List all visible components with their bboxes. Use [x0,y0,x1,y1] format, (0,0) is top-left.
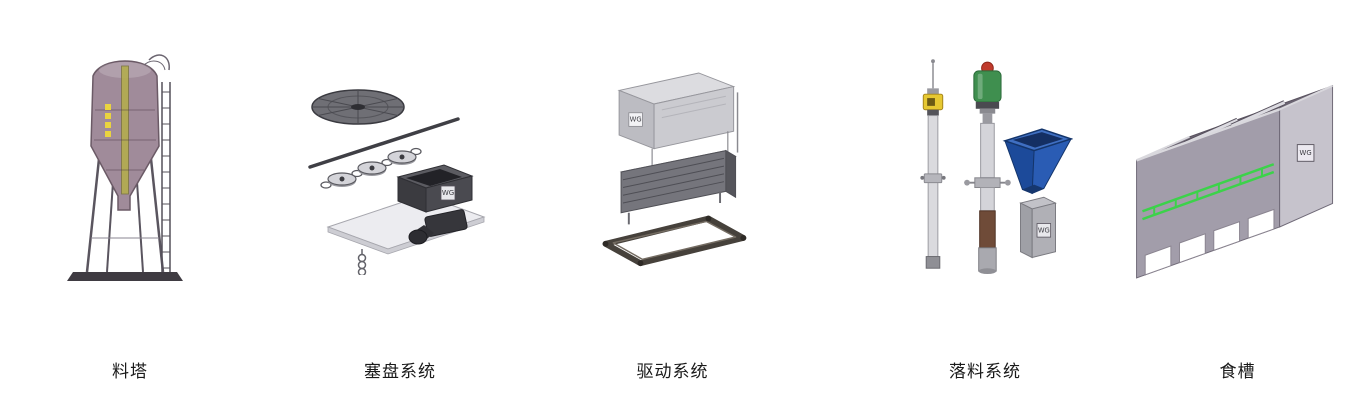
disc-chain [320,147,422,189]
product-item-feed-silo[interactable]: 料塔 [40,0,220,415]
product-item-plug-disc-system[interactable]: WG 塞盘系统 [298,0,502,415]
sensor-tube [919,59,946,269]
product-label: 料塔 [112,362,148,382]
feed-trough-drawing: WG [1136,84,1334,279]
drive-system-illustration: WG [585,0,760,330]
product-label: 驱动系统 [636,362,709,382]
trough-front [1136,108,1281,279]
wg-logo: WG [628,112,643,127]
motor-drop-tube [963,61,1011,275]
silo-legs [85,139,165,273]
silo-base [67,272,183,281]
feed-rod [308,117,460,169]
product-label: 食槽 [1219,362,1256,382]
feed-trough-illustration: WG [1115,0,1360,330]
plug-disc-illustration: WG [298,0,502,330]
product-label: 落料系统 [949,362,1021,382]
wg-logo: WG [1036,223,1051,238]
feed-hopper [1002,128,1073,195]
plug-disc-drawing: WG [308,89,486,275]
drive-motor [408,209,468,245]
drop-box: WG [396,164,474,213]
svg-text:WG: WG [1037,226,1049,234]
silo-inner-tube [121,65,129,195]
mounting-plate [326,194,486,255]
svg-text:WG: WG [442,189,454,197]
wg-logo: WG [1296,144,1315,162]
silo-body-marks [105,104,111,137]
silo-tank [90,60,160,211]
svg-text:WG: WG [1300,149,1312,157]
product-label: 塞盘系统 [364,362,436,382]
drop-feeding-illustration: WG [893,0,1077,330]
drive-cover: WG [617,72,736,150]
feed-silo-drawing [67,54,183,281]
product-item-drop-feeding-system[interactable]: WG 落料系统 [893,0,1077,415]
drive-panel [619,149,737,225]
drop-feeding-drawing: WG [919,59,1073,275]
feeder-disc [311,89,405,125]
svg-text:WG: WG [630,116,642,124]
connecting-rods [651,92,739,169]
product-item-drive-system[interactable]: WG [585,0,760,415]
product-item-feed-trough[interactable]: WG 食槽 [1115,0,1360,415]
trough-rim [1136,84,1333,162]
wg-logo: WG [440,185,456,201]
base-frame [602,215,747,267]
feed-line-green [1142,163,1275,221]
drive-system-drawing: WG [602,72,747,267]
outlet-box: WG [1018,196,1057,259]
hanging-chain [357,249,367,275]
feed-silo-illustration [40,0,220,330]
trough-end: WG [1279,85,1334,228]
